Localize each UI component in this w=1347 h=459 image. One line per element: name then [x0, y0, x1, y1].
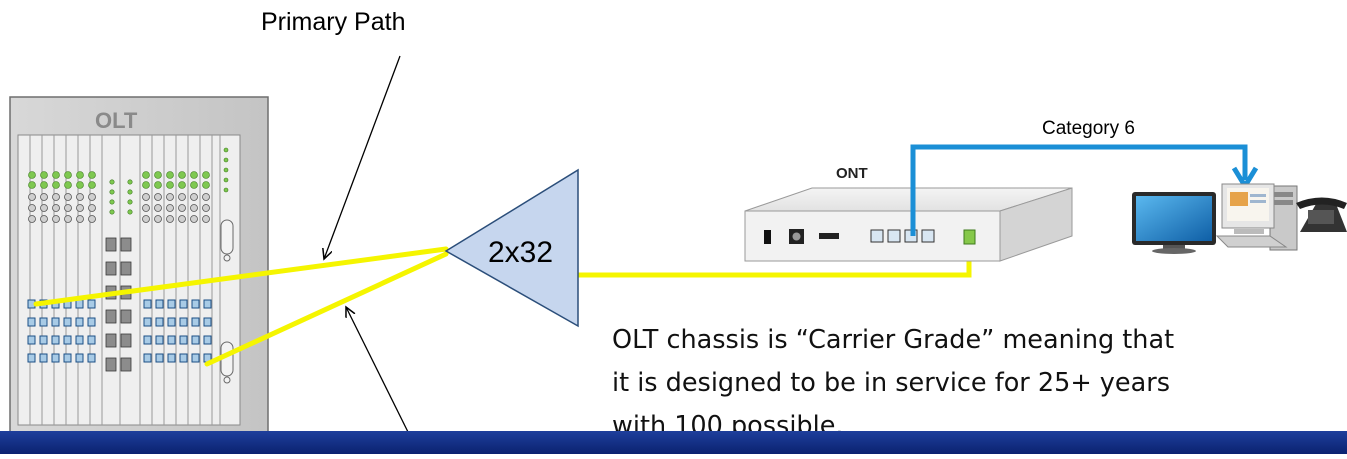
splitter	[444, 168, 579, 328]
category-6-label: Category 6	[1042, 118, 1135, 139]
ont-device	[744, 187, 1073, 262]
secondary-fiber	[204, 251, 449, 367]
description-line: it is designed to be in service for 25+ …	[612, 368, 1170, 398]
olt-port-holes	[28, 193, 210, 223]
secondary-path-arrow	[346, 307, 409, 433]
callout-arrows	[324, 55, 409, 433]
primary-fiber	[33, 246, 449, 307]
olt-card-handles	[220, 219, 234, 384]
ont-label: ONT	[836, 165, 868, 182]
olt-status-leds	[28, 147, 229, 215]
olt-chassis	[9, 96, 269, 434]
olt-label: OLT	[95, 108, 138, 133]
primary-path-arrow	[324, 55, 401, 259]
slide-footer-bar	[0, 431, 1347, 454]
description-line: OLT chassis is “Carrier Grade” meaning t…	[612, 325, 1175, 355]
primary-path-label: Primary Path	[261, 8, 406, 36]
splitter-ratio-label: 2x32	[488, 236, 554, 269]
olt-description: OLT chassis is “Carrier Grade” meaning t…	[612, 319, 1347, 448]
computer-phone-icon	[1132, 183, 1347, 254]
olt-pon-ports	[27, 299, 212, 363]
